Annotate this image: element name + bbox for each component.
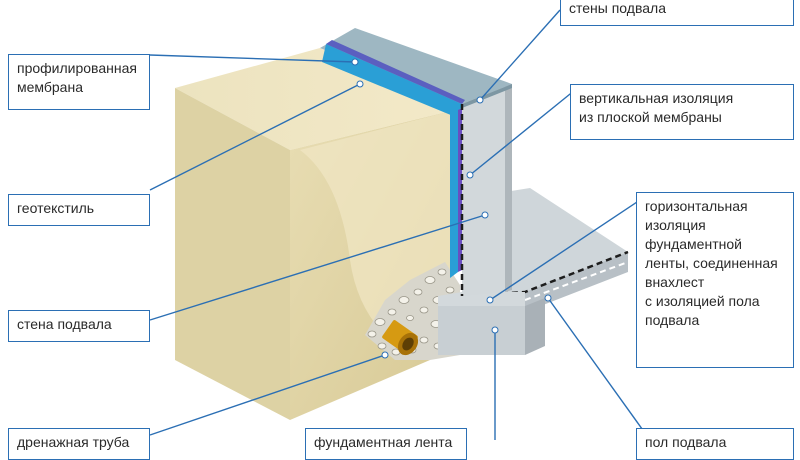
foundation-strip-top — [438, 292, 525, 306]
leader-dots — [351, 58, 552, 359]
label-horizontal-insulation: горизонтальная изоляция фундаментной лен… — [636, 192, 794, 368]
basement-wall-face — [462, 86, 505, 296]
label-foundation-strip: фундаментная лента — [305, 428, 467, 460]
leader-lines — [149, 9, 651, 440]
label-vertical-insulation: вертикальная изоляция из плоской мембран… — [570, 84, 794, 140]
geotextile-strip — [326, 40, 465, 104]
floor-insulation-line-lower — [524, 261, 629, 301]
label-profiled-membrane: профилированная мембрана — [8, 54, 150, 110]
foundation-strip-front — [438, 306, 525, 355]
soil-top-surface — [175, 48, 455, 150]
basement-wall-top — [320, 28, 512, 104]
drain-pipe — [382, 320, 419, 356]
foundation-diagram — [149, 9, 651, 440]
label-geotextile: геотекстиль — [8, 194, 150, 226]
floor-slab-top — [505, 188, 628, 292]
soil-front-face — [175, 88, 290, 420]
label-basement-wall: стена подвала — [8, 310, 150, 342]
foundation-strip-side — [525, 298, 545, 355]
label-drain-pipe: дренажная труба — [8, 428, 150, 460]
wall-top-edge — [462, 84, 512, 108]
membrane-vertical-blue — [450, 110, 458, 278]
label-basement-wall-top: стены подвала — [560, 0, 794, 26]
label-basement-floor: пол подвала — [636, 428, 794, 460]
basement-wall-side — [505, 84, 512, 292]
